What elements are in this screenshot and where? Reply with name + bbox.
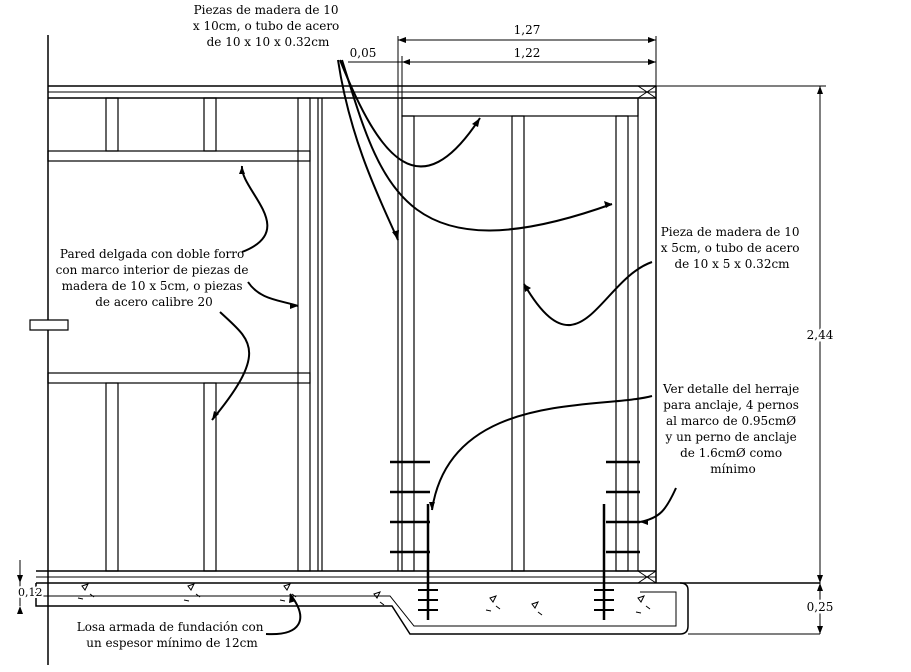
- leader-lines: [211, 59, 677, 636]
- door-frame: [397, 85, 657, 584]
- leader-arrowheads: [212, 118, 648, 603]
- foundation-slab: [35, 582, 820, 635]
- left-wall-edge: [29, 35, 69, 665]
- dim-slab-left: 0,12: [18, 586, 43, 599]
- dim-gap: 0,05: [350, 46, 377, 60]
- dimension-lines: [19, 36, 826, 634]
- note-right-pieces: Pieza de madera de 10 x 5cm, o tubo de a…: [661, 225, 804, 271]
- note-anchor-detail: Ver detalle del herraje para anclaje, 4 …: [662, 382, 803, 476]
- dim-height: 2,44: [807, 328, 834, 342]
- note-top-pieces: Piezas de madera de 10 x 10cm, o tubo de…: [193, 3, 343, 49]
- note-slab: Losa armada de fundación con un espesor …: [77, 620, 268, 650]
- anchor-bolts-left: [390, 460, 438, 620]
- dim-slab-right: 0,25: [807, 600, 834, 614]
- anchor-bolts-right: [594, 460, 640, 620]
- dimension-arrowheads: [17, 37, 823, 634]
- dim-width-inner: 1,22: [514, 46, 541, 60]
- dim-width-total: 1,27: [514, 23, 541, 37]
- note-thin-wall: Pared delgada con doble forro con marco …: [56, 247, 253, 309]
- thin-wall-frame: [47, 97, 323, 572]
